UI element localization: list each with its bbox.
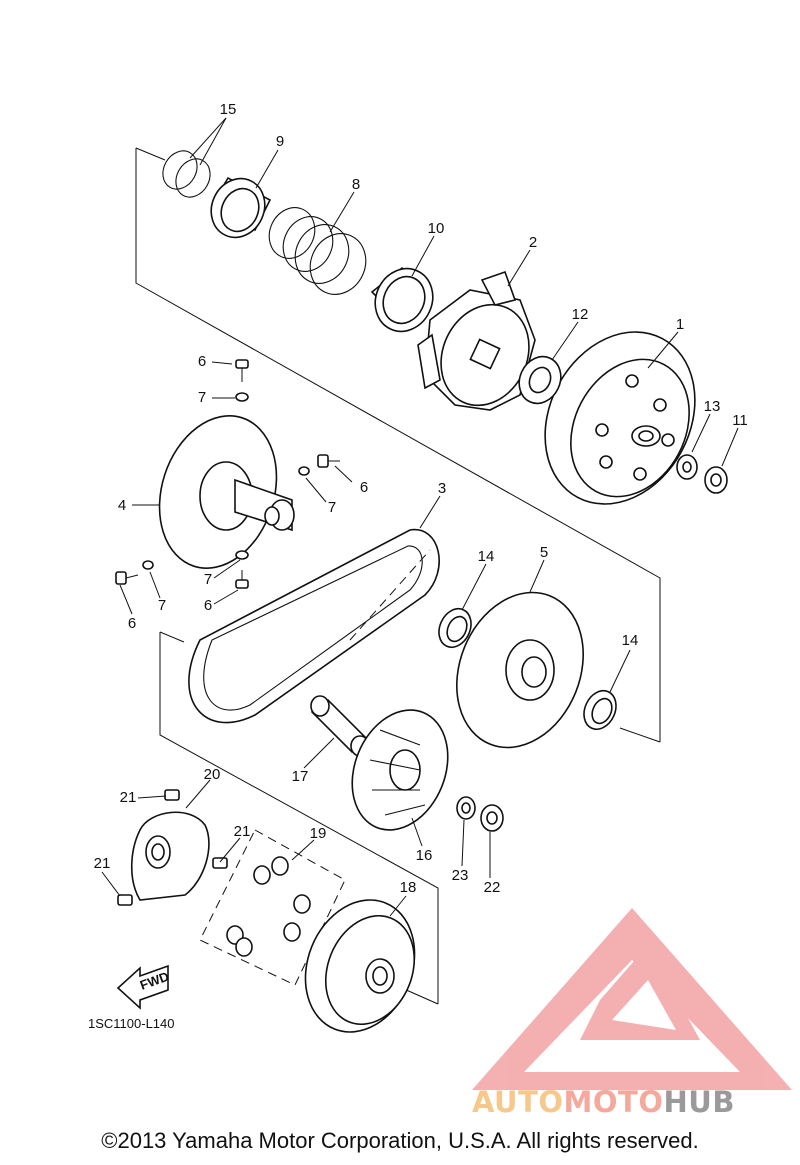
callout-5: 5 xyxy=(540,544,548,561)
slider-pieces xyxy=(117,789,228,906)
callout-6-right: 6 xyxy=(360,479,368,496)
callout-7-right: 7 xyxy=(328,499,336,516)
callout-19: 19 xyxy=(310,825,327,842)
roller-weight-set xyxy=(199,829,346,986)
callout-numbers: 15 9 8 10 2 12 1 13 11 6 7 6 7 4 3 7 6 7… xyxy=(94,101,748,896)
bolts-and-washers xyxy=(115,359,340,589)
copyright-notice: ©2013 Yamaha Motor Corporation, U.S.A. A… xyxy=(101,1128,699,1153)
callout-4: 4 xyxy=(118,497,126,514)
watermark-auto: AUTO xyxy=(472,1085,564,1119)
clutch-housing xyxy=(544,331,696,505)
collar-10 xyxy=(370,266,434,333)
o-rings xyxy=(162,150,211,198)
forward-arrow-icon: FWD xyxy=(116,964,171,1010)
oil-seal-right xyxy=(583,689,617,731)
washer-13 xyxy=(676,454,698,480)
watermark-text: AUTOMOTOHUB xyxy=(472,1085,735,1119)
callout-21-mid: 21 xyxy=(234,823,251,840)
callout-22: 22 xyxy=(484,879,501,896)
v-belt xyxy=(188,529,440,724)
callout-10: 10 xyxy=(428,220,445,237)
callout-14-right: 14 xyxy=(622,632,639,649)
assembly-outline xyxy=(135,147,661,1005)
clutch-carrier xyxy=(417,270,536,411)
clutch-nut xyxy=(518,355,562,405)
primary-sliding-sheave xyxy=(304,899,416,1033)
leader-lines xyxy=(101,117,739,917)
primary-fixed-sheave xyxy=(456,591,584,749)
compression-spring xyxy=(268,207,367,295)
callout-8: 8 xyxy=(352,176,360,193)
bushing-9 xyxy=(210,176,272,239)
callout-3: 3 xyxy=(438,480,446,497)
callout-14-left: 14 xyxy=(478,548,495,565)
callout-2: 2 xyxy=(529,234,537,251)
callout-6-top: 6 xyxy=(198,353,206,370)
watermark-moto: MOTO xyxy=(564,1085,664,1119)
washer-23 xyxy=(456,796,476,820)
watermark-hub: HUB xyxy=(664,1085,735,1119)
cooling-fan xyxy=(351,709,449,831)
secondary-sheave xyxy=(158,415,295,569)
callout-1: 1 xyxy=(676,316,684,333)
callout-13: 13 xyxy=(704,398,721,415)
callout-6-bottom: 6 xyxy=(204,597,212,614)
callout-18: 18 xyxy=(400,879,417,896)
callout-12: 12 xyxy=(572,306,589,323)
callout-9: 9 xyxy=(276,133,284,150)
callout-7-bottom: 7 xyxy=(204,571,212,588)
callout-6-left: 6 xyxy=(128,615,136,632)
nut-22 xyxy=(480,804,504,832)
cam-plate xyxy=(130,811,210,901)
automotohub-logo xyxy=(472,908,792,1090)
callout-16: 16 xyxy=(416,847,433,864)
callout-11: 11 xyxy=(732,412,748,429)
callout-17: 17 xyxy=(292,768,309,785)
callout-20: 20 xyxy=(204,766,221,783)
callout-7-left: 7 xyxy=(158,597,166,614)
callout-7-top: 7 xyxy=(198,389,206,406)
callout-21-top: 21 xyxy=(120,789,137,806)
nut-11 xyxy=(704,466,728,494)
diagram-code: 1SC1100-L140 xyxy=(88,1016,175,1031)
callout-15: 15 xyxy=(220,101,237,118)
callout-21-bottom: 21 xyxy=(94,855,111,872)
oil-seal-left xyxy=(438,607,472,649)
callout-23: 23 xyxy=(452,867,469,884)
